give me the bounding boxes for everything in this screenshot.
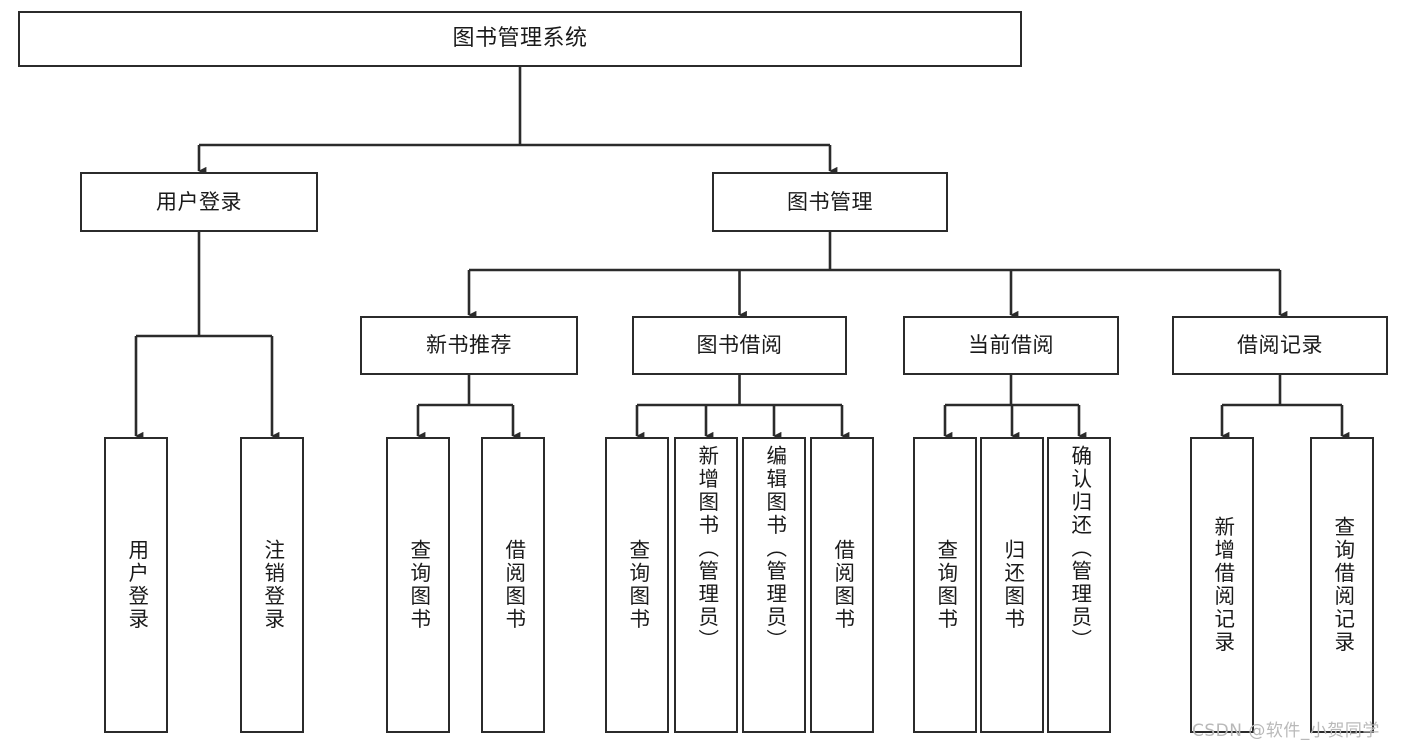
node-leaf-user-login-label: 用户登录 (124, 539, 149, 631)
node-book-borrow-label: 图书借阅 (696, 333, 783, 358)
node-leaf-add-book[interactable]: 新增图书（管理员） (674, 437, 738, 733)
node-leaf-confirm-return-label: 确认归还（管理员） (1067, 445, 1092, 652)
node-borrow-record[interactable]: 借阅记录 (1172, 316, 1388, 375)
node-leaf-user-logout-label: 注销登录 (260, 539, 285, 631)
node-leaf-query-book-3-label: 查询图书 (933, 539, 958, 631)
node-leaf-borrow-book-2-label: 借阅图书 (830, 539, 855, 631)
node-leaf-add-record-label: 新增借阅记录 (1210, 516, 1235, 654)
node-book-manage-label: 图书管理 (787, 189, 873, 214)
node-root[interactable]: 图书管理系统 (18, 11, 1022, 67)
node-book-manage[interactable]: 图书管理 (712, 172, 948, 232)
node-leaf-query-book-2-label: 查询图书 (625, 539, 650, 631)
node-leaf-query-book-3[interactable]: 查询图书 (913, 437, 977, 733)
node-user-login-label: 用户登录 (156, 189, 242, 214)
node-leaf-user-logout[interactable]: 注销登录 (240, 437, 304, 733)
node-leaf-return-book-label: 归还图书 (1000, 539, 1025, 631)
csdn-watermark: CSDN @软件_小贺同学 (1192, 721, 1380, 741)
node-book-borrow[interactable]: 图书借阅 (632, 316, 847, 375)
node-current-borrow-label: 当前借阅 (968, 333, 1054, 358)
node-leaf-query-book-1[interactable]: 查询图书 (386, 437, 450, 733)
node-leaf-query-book-1-label: 查询图书 (406, 539, 431, 631)
node-leaf-add-record[interactable]: 新增借阅记录 (1190, 437, 1254, 733)
node-leaf-confirm-return[interactable]: 确认归还（管理员） (1047, 437, 1111, 733)
node-leaf-user-login[interactable]: 用户登录 (104, 437, 168, 733)
node-leaf-edit-book-label: 编辑图书（管理员） (762, 445, 787, 652)
node-leaf-add-book-label: 新增图书（管理员） (694, 445, 719, 652)
node-leaf-query-book-2[interactable]: 查询图书 (605, 437, 669, 733)
node-new-book-recommend[interactable]: 新书推荐 (360, 316, 578, 375)
node-borrow-record-label: 借阅记录 (1237, 333, 1323, 358)
node-leaf-edit-book[interactable]: 编辑图书（管理员） (742, 437, 806, 733)
node-leaf-query-record-label: 查询借阅记录 (1330, 516, 1355, 654)
node-leaf-return-book[interactable]: 归还图书 (980, 437, 1044, 733)
node-leaf-borrow-book-1[interactable]: 借阅图书 (481, 437, 545, 733)
connector-lines (134, 67, 1350, 441)
node-leaf-borrow-book-2[interactable]: 借阅图书 (810, 437, 874, 733)
node-leaf-query-record[interactable]: 查询借阅记录 (1310, 437, 1374, 733)
node-new-book-recommend-label: 新书推荐 (426, 333, 512, 358)
node-leaf-borrow-book-1-label: 借阅图书 (501, 539, 526, 631)
node-root-label: 图书管理系统 (452, 26, 588, 52)
node-current-borrow[interactable]: 当前借阅 (903, 316, 1119, 375)
node-user-login[interactable]: 用户登录 (80, 172, 318, 232)
